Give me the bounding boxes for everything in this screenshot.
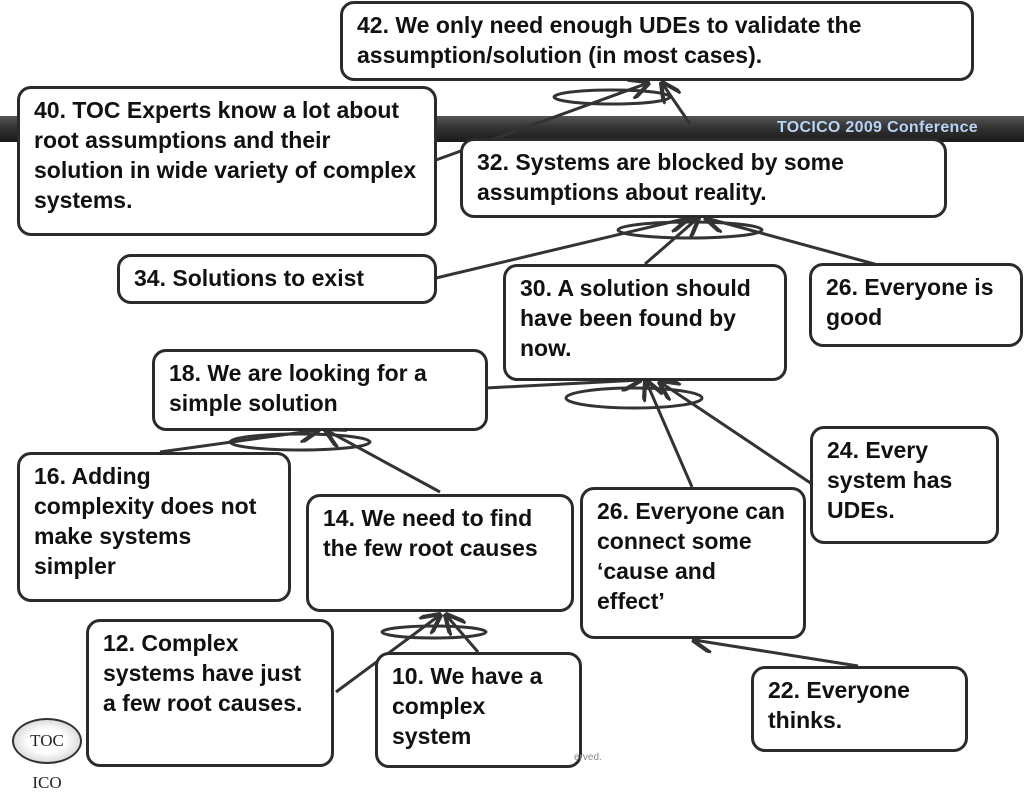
footer-text: erved. (574, 752, 602, 763)
and-ellipse-18 (228, 432, 372, 452)
node-24: 24. Every system has UDEs. (810, 426, 999, 544)
node-42: 42. We only need enough UDEs to validate… (340, 1, 974, 81)
arrow-18-to-30 (485, 380, 640, 388)
node-30: 30. A solution should have been found by… (503, 264, 787, 381)
arrow-14-to-18 (326, 430, 441, 494)
arrow-30-to-32 (644, 218, 698, 266)
node-32: 32. Systems are blocked by some assumpti… (460, 138, 947, 218)
node-16: 16. Adding complexity does not make syst… (17, 452, 291, 602)
and-ellipse-42 (552, 88, 672, 106)
arrow-10-to-14 (446, 615, 480, 653)
tocico-logo: TOC ICO (12, 718, 82, 792)
and-ellipse-14 (380, 624, 488, 640)
node-12: 12. Complex systems have just a few root… (86, 619, 334, 767)
arrow-layer (159, 0, 879, 694)
and-ellipse-32 (616, 220, 764, 240)
arrow-26b-to-30 (646, 381, 694, 488)
node-22: 22. Everyone thinks. (751, 666, 968, 752)
node-14: 14. We need to find the few root causes (306, 494, 574, 612)
arrow-32-to-42 (662, 83, 692, 125)
and-ellipse-30 (564, 386, 704, 410)
logo-text: TOC ICO (30, 731, 64, 792)
node-10: 10. We have a complex system (375, 652, 582, 768)
node-18: 18. We are looking for a simple solution (152, 349, 488, 431)
node-26-everyone-can-connect: 26. Everyone can connect some ‘cause and… (580, 487, 806, 639)
arrow-24-to-30 (660, 382, 813, 486)
node-26-everyone-is-good: 26. Everyone is good (809, 263, 1023, 347)
node-40: 40. TOC Experts know a lot about root as… (17, 86, 437, 236)
arrow-26a-to-32 (706, 218, 879, 267)
arrow-34-to-32 (435, 218, 688, 280)
arrow-22-to-26b (694, 640, 859, 668)
node-34: 34. Solutions to exist (117, 254, 437, 304)
conference-title: TOCICO 2009 Conference (776, 119, 978, 136)
